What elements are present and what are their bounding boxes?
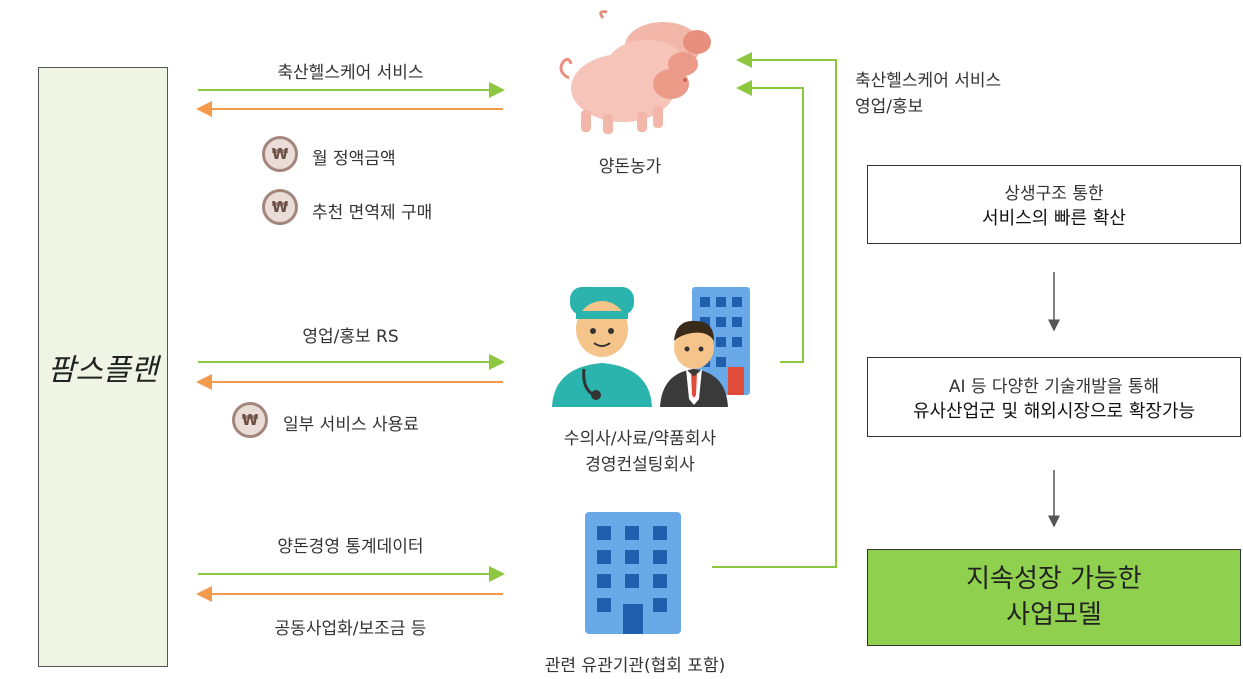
row3-top-label: 양돈경영 통계데이터 <box>277 537 424 557</box>
agency-building-icon <box>585 512 681 634</box>
pig-farm-icon <box>559 10 711 134</box>
feedback-from-agency <box>712 52 837 568</box>
feedback-from-partners <box>736 80 804 363</box>
farmsplan-box: 팜스플랜 <box>38 67 168 667</box>
flow-box-2-line-2: 유사산업군 및 해외시장으로 확장가능 <box>912 400 1196 422</box>
farmsplan-label: 팜스플랜 <box>47 353 159 388</box>
row1-entity-label: 양돈농가 <box>598 157 662 177</box>
feedback-line-2: 영업/홍보 <box>855 97 924 117</box>
row3-entity-label: 관련 유관기관(협회 포함) <box>544 656 726 676</box>
final-box-line-2: 사업모델 <box>1006 599 1102 630</box>
won-coin-icon: ₩ <box>262 136 298 172</box>
row2-payment-1: 일부 서비스 사용료 <box>283 415 419 435</box>
feedback-label: 축산헬스케어 서비스 영업/홍보 <box>855 68 1001 120</box>
partners-icon <box>552 287 750 407</box>
row2-entity-line-2: 경영컨설팅회사 <box>585 455 695 475</box>
feedback-line-1: 축산헬스케어 서비스 <box>855 71 1002 91</box>
row1-payment-1: 월 정액금액 <box>312 149 396 169</box>
row3-bottom-label: 공동사업화/보조금 등 <box>274 619 427 639</box>
row1-top-label: 축산헬스케어 서비스 <box>277 63 424 83</box>
flow-box-1-line-2: 서비스의 빠른 확산 <box>982 208 1126 229</box>
row2-entity-label: 수의사/사료/약품회사 경영컨설팅회사 <box>515 426 765 478</box>
flow-box-2-line-1: AI 등 다양한 기술개발을 통해 <box>948 376 1160 397</box>
won-coin-icon: ₩ <box>262 189 298 225</box>
flow-box-1-line-1: 상생구조 통한 <box>1004 184 1104 204</box>
row2-entity-line-1: 수의사/사료/약품회사 <box>563 429 717 449</box>
won-coin-icon: ₩ <box>232 402 268 438</box>
flow-box-2: AI 등 다양한 기술개발을 통해 유사산업군 및 해외시장으로 확장가능 <box>867 357 1241 437</box>
flow-box-1: 상생구조 통한 서비스의 빠른 확산 <box>867 165 1241 244</box>
row2-top-label: 영업/홍보 RS <box>302 327 399 347</box>
final-box: 지속성장 가능한 사업모델 <box>867 549 1241 646</box>
final-box-line-1: 지속성장 가능한 <box>966 564 1142 595</box>
row1-payment-2: 추천 면역제 구매 <box>312 203 433 223</box>
